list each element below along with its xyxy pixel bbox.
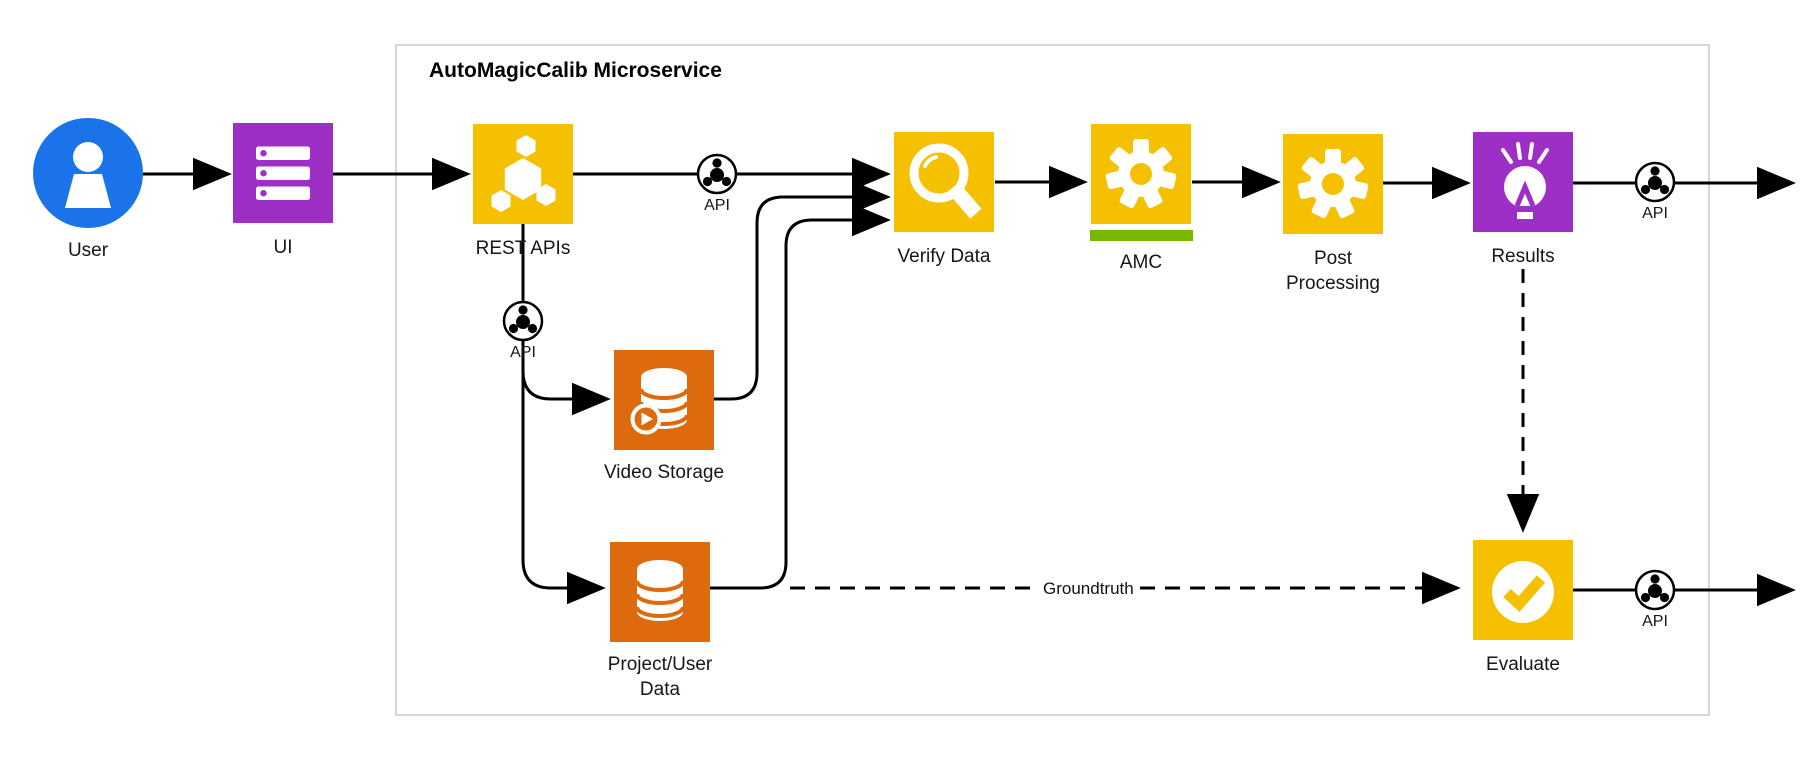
node-results: Results — [1433, 132, 1613, 269]
checkmark-icon — [1473, 540, 1573, 640]
node-verify-data: Verify Data — [854, 132, 1034, 269]
edge-projectdata-verifydata — [708, 203, 891, 590]
api-service-icon — [696, 153, 738, 195]
edge-videostorage-verifydata — [714, 180, 891, 401]
container-title: AutoMagicCalib Microservice — [429, 59, 722, 82]
person-icon — [33, 118, 143, 228]
gear-icon — [1283, 134, 1383, 234]
groundtruth-edge-label: Groundtruth — [1040, 578, 1137, 599]
node-project-user-data: Project/User Data — [570, 542, 750, 702]
magnifier-icon — [894, 132, 994, 232]
node-api-left: API — [483, 300, 563, 362]
node-label: Video Storage — [603, 462, 725, 483]
node-api-evaluate: API — [1615, 569, 1695, 631]
api-label: API — [1642, 613, 1668, 630]
node-label-line2: Data — [639, 679, 681, 700]
hexagon-cluster-icon — [473, 124, 573, 224]
node-label: AMC — [1119, 252, 1163, 273]
node-label-line1: Post — [1313, 248, 1353, 269]
api-service-icon — [1634, 161, 1676, 203]
node-rest-apis: REST APIs — [433, 124, 613, 261]
node-post-processing: Post Processing — [1243, 134, 1423, 296]
node-evaluate: Evaluate — [1433, 540, 1613, 677]
node-ui: UI — [193, 123, 373, 260]
node-label: User — [67, 240, 109, 261]
edge-restapis-projectdata — [521, 224, 606, 605]
node-label: UI — [273, 237, 293, 258]
lightbulb-icon — [1473, 132, 1573, 232]
edge-restapis-videostorage — [521, 370, 611, 416]
node-label: Verify Data — [897, 246, 991, 267]
node-label: Evaluate — [1486, 654, 1560, 675]
node-user: User — [0, 118, 178, 263]
database-icon — [610, 542, 710, 642]
api-service-icon — [502, 300, 544, 342]
node-amc: AMC — [1051, 124, 1231, 275]
api-label: API — [1642, 205, 1668, 222]
nvidia-green-bar — [1089, 230, 1193, 241]
node-api-top: API — [677, 153, 757, 215]
node-label-line2: Processing — [1286, 273, 1380, 294]
api-service-icon — [1634, 569, 1676, 611]
microservice-container-box: AutoMagicCalib Microservice — [395, 44, 1710, 716]
node-video-storage: Video Storage — [574, 350, 754, 485]
api-label: API — [510, 344, 536, 361]
api-label: API — [704, 197, 730, 214]
node-label: REST APIs — [475, 238, 571, 259]
server-stack-icon — [233, 123, 333, 223]
gear-icon — [1091, 124, 1191, 224]
node-label: Results — [1491, 246, 1555, 267]
node-label-line1: Project/User — [607, 654, 713, 675]
database-play-icon — [614, 350, 714, 450]
node-api-results: API — [1615, 161, 1695, 223]
